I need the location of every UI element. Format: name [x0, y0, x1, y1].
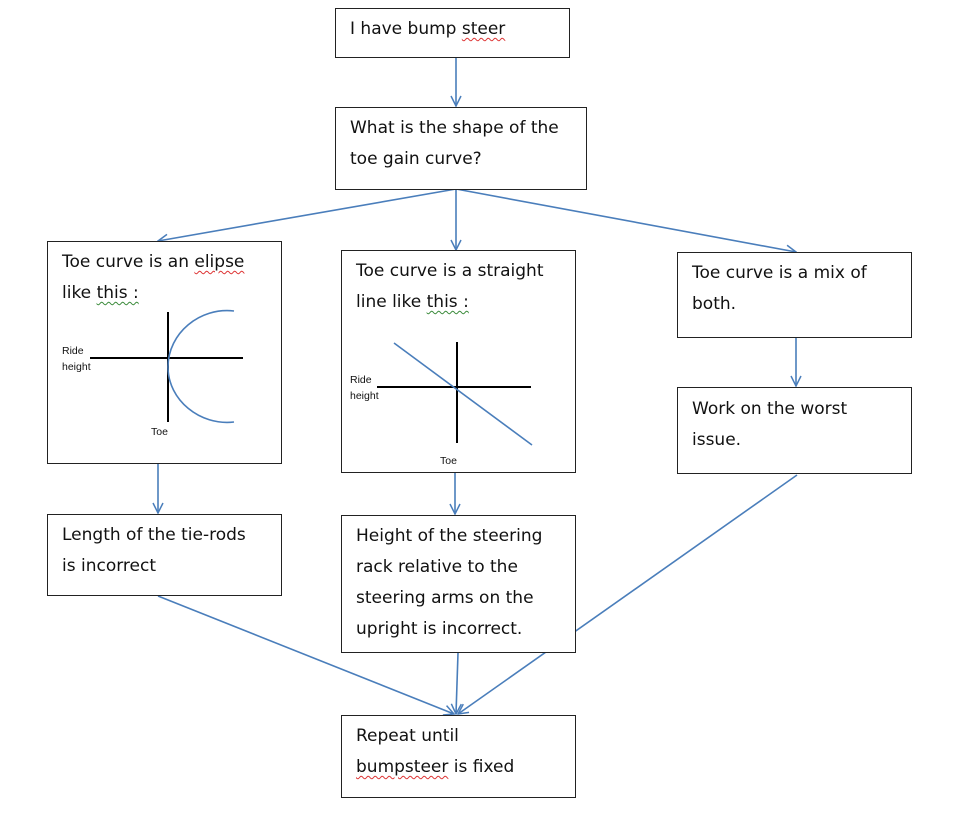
straight-sketch-ylabel-2: height	[350, 390, 379, 402]
start-text-a: I have bump	[350, 19, 462, 39]
mix-line-2: both.	[692, 294, 737, 314]
arrow-tierods-to-repeat	[157, 595, 454, 714]
ellipse-sketch-ylabel-2: height	[62, 361, 91, 373]
ellipse-line-1: Toe curve is an elipse	[62, 247, 244, 278]
mix-box	[677, 252, 912, 338]
straight-line-1: Toe curve is a straight	[356, 261, 544, 281]
rack-box	[341, 515, 576, 653]
tierods-box	[47, 514, 282, 596]
ellipse-line-2-b: this :	[96, 283, 139, 303]
worst-issue-box	[677, 387, 912, 474]
question-line-2: toe gain curve?	[350, 149, 482, 169]
rack-line-2: rack relative to the	[356, 557, 518, 577]
straight-sketch-curve	[393, 342, 533, 446]
repeat-line-2: bumpsteer is fixed	[356, 752, 514, 783]
arrow-question-to-ellipse	[158, 188, 457, 241]
arrow-question-to-mix	[455, 188, 796, 252]
repeat-line-2-b: is fixed	[448, 757, 515, 777]
start-text: I have bump steer	[350, 14, 505, 45]
question-line-1: What is the shape of the	[350, 118, 559, 138]
tierods-line-1: Length of the tie-rods	[62, 525, 246, 545]
tierods-line-2: is incorrect	[62, 556, 157, 576]
repeat-line-1: Repeat until	[356, 726, 459, 746]
straight-sketch-xlabel: Toe	[440, 455, 457, 467]
ellipse-line-2: like this :	[62, 278, 139, 309]
ellipse-sketch-curve	[167, 309, 235, 424]
straight-line-2: line like this :	[356, 287, 469, 318]
rack-line-4: upright is incorrect.	[356, 619, 523, 639]
straight-line-2-a: line like	[356, 292, 427, 312]
rack-line-3: steering arms on the	[356, 588, 534, 608]
arrow-worst-to-repeat	[458, 474, 798, 714]
question-box	[335, 107, 587, 190]
ellipse-box	[47, 241, 282, 464]
rack-line-1: Height of the steering	[356, 526, 543, 546]
ellipse-line-1-a: Toe curve is an	[62, 252, 195, 272]
start-box	[335, 8, 570, 58]
worst-line-2: issue.	[692, 430, 742, 450]
repeat-line-2-a: bumpsteer	[356, 757, 449, 777]
straight-sketch-ylabel-1: Ride	[350, 374, 372, 386]
arrow-rack-to-repeat	[456, 652, 458, 714]
start-text-b: steer	[461, 19, 506, 39]
mix-line-1: Toe curve is a mix of	[692, 263, 867, 283]
ellipse-sketch-xlabel: Toe	[151, 426, 168, 438]
worst-line-1: Work on the worst	[692, 399, 848, 419]
ellipse-line-1-b: elipse	[194, 252, 245, 272]
repeat-box	[341, 715, 576, 798]
straight-box	[341, 250, 576, 473]
straight-line-2-b: this :	[426, 292, 469, 312]
ellipse-line-2-a: like	[62, 283, 97, 303]
ellipse-sketch-ylabel-1: Ride	[62, 345, 84, 357]
